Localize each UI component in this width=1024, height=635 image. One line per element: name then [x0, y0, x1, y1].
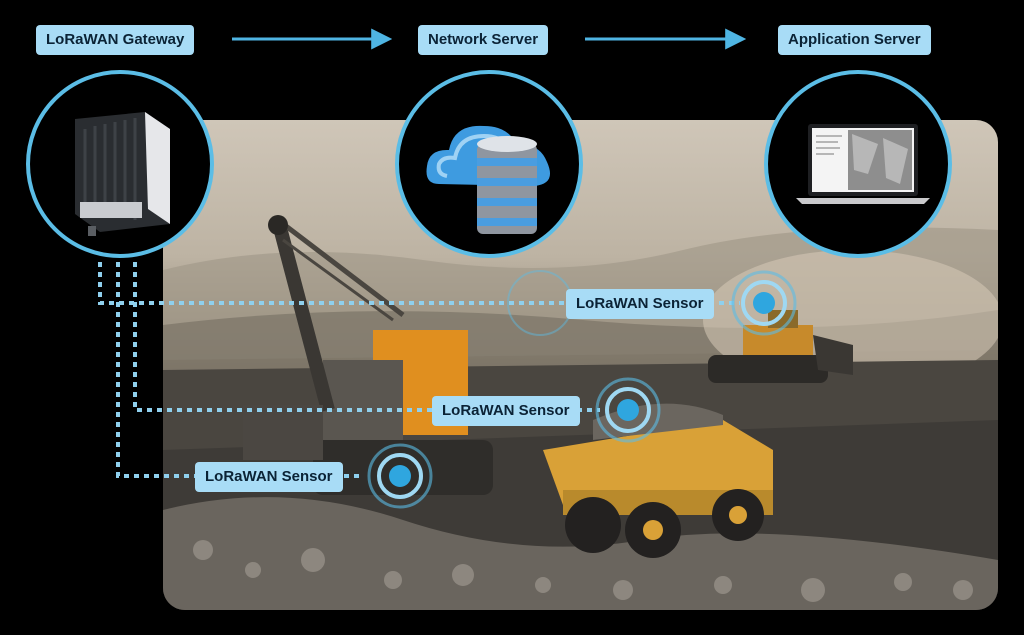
sensor-label-bottom: LoRaWAN Sensor — [195, 462, 343, 492]
laptop-map-icon — [796, 124, 930, 204]
gateway-circle — [26, 70, 214, 258]
network-server-label: Network Server — [418, 25, 549, 55]
dump-truck — [543, 403, 773, 558]
cloud-database-icon — [426, 125, 551, 234]
sensor-label-middle: LoRaWAN Sensor — [432, 396, 580, 426]
network-server-circle — [395, 70, 583, 258]
mining-scene-illustration — [163, 215, 998, 610]
sensor-target-icon — [367, 443, 433, 509]
dotted-link-lines — [98, 262, 740, 478]
sensor-target-icon — [595, 377, 661, 443]
application-server-circle — [764, 70, 952, 258]
sensor-label-top: LoRaWAN Sensor — [566, 289, 714, 319]
sensor-target-icon — [731, 270, 797, 336]
lorawan-gateway-device-icon — [75, 112, 170, 236]
application-server-label: Application Server — [778, 25, 931, 55]
gateway-label: LoRaWAN Gateway — [36, 25, 195, 55]
